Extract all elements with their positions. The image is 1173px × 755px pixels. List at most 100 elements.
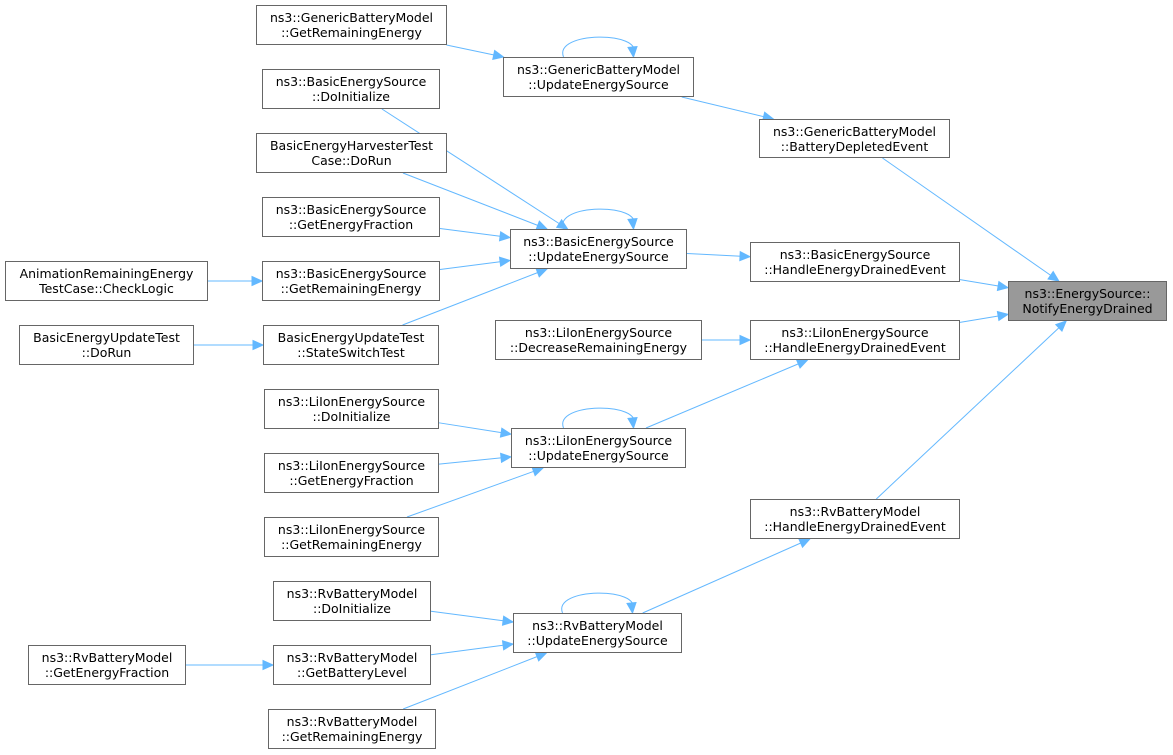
edge-rv_doi-to-rv_ues <box>430 610 505 622</box>
node-label-line2: ::HandleEnergyDrainedEvent <box>764 340 946 355</box>
edge-bes_ues-to-bes_hed <box>686 252 742 257</box>
edge-li_ues-to-li_hed <box>645 363 800 429</box>
node-label-line2: Case::DoRun <box>311 153 392 168</box>
node-label-line2: ::GetEnergyFraction <box>44 665 170 680</box>
node-label-line2: ::UpdateEnergySource <box>528 77 669 92</box>
node-label-line2: ::StateSwitchTest <box>297 345 405 360</box>
node-label-line1: ns3::BasicEnergySource <box>779 247 931 262</box>
edge-gbm_bde-to-root <box>882 157 1052 277</box>
edge-arrowhead <box>500 452 513 464</box>
node-label-line2: ::UpdateEnergySource <box>527 633 668 648</box>
edge-arrowhead <box>739 334 752 346</box>
node-aret_cl[interactable]: AnimationRemainingEnergy TestCase::Check… <box>5 261 208 301</box>
edge-arrowhead <box>1047 270 1060 282</box>
node-li_gef[interactable]: ns3::LiIonEnergySource ::GetEnergyFracti… <box>264 453 439 493</box>
node-beut_run[interactable]: BasicEnergyUpdateTest ::DoRun <box>19 325 194 365</box>
edge-gbm_ues-to-gbm_bde <box>681 96 765 118</box>
edge-arrowhead <box>498 256 512 268</box>
node-li_doi[interactable]: ns3::LiIonEnergySource ::DoInitialize <box>264 389 439 429</box>
node-rv_doi[interactable]: ns3::RvBatteryModel ::DoInitialize <box>273 581 431 621</box>
edge-arrowhead <box>795 359 809 369</box>
edge-arrowhead <box>626 601 637 615</box>
node-rv_gef[interactable]: ns3::RvBatteryModel ::GetEnergyFraction <box>28 645 186 685</box>
node-label-line2: ::DoInitialize <box>312 409 391 424</box>
node-label-line1: ns3::RvBatteryModel <box>789 504 921 519</box>
node-label-line2: ::GetRemainingEnergy <box>281 729 423 744</box>
edge-arrowhead <box>996 310 1010 322</box>
edge-arrowhead <box>739 250 752 262</box>
edge-rv_gbl-to-rv_ues <box>430 644 505 656</box>
node-label-line1: ns3::LiIonEnergySource <box>524 433 673 448</box>
edge-bes_hed-to-root <box>959 279 1000 287</box>
node-label-line1: ns3::GenericBatteryModel <box>772 123 937 139</box>
node-li_gre[interactable]: ns3::LiIonEnergySource ::GetRemainingEne… <box>264 517 439 557</box>
node-li_hed[interactable]: ns3::LiIonEnergySource ::HandleEnergyDra… <box>750 320 960 360</box>
edge-arrowhead <box>498 230 512 242</box>
node-label-line2: ::GetRemainingEnergy <box>280 281 422 296</box>
node-label-line2: ::UpdateEnergySource <box>528 448 669 463</box>
edge-arrowhead <box>492 49 505 60</box>
edge-bes_gef-to-bes_ues <box>439 228 502 237</box>
node-li_dre[interactable]: ns3::LiIonEnergySource ::DecreaseRemaini… <box>495 320 702 360</box>
edge-bes_gre-to-bes_ues <box>439 261 502 270</box>
node-label-line1: ns3::LiIonEnergySource <box>781 325 929 340</box>
node-label-line1: ns3::LiIonEnergySource <box>524 325 673 340</box>
edge-arrowhead <box>1054 320 1068 333</box>
node-label-line1: ns3::RvBatteryModel <box>286 586 418 601</box>
node-bes_doi[interactable]: ns3::BasicEnergySource ::DoInitialize <box>262 69 440 109</box>
edge-arrowhead <box>262 659 275 671</box>
node-label-line2: ::GetRemainingEnergy <box>281 25 422 40</box>
node-label-line2: ::GetBatteryLevel <box>297 665 407 680</box>
edge-li_gre-to-li_ues <box>406 470 535 518</box>
node-label-line1: ns3::LiIonEnergySource <box>277 522 426 537</box>
node-label-line1: ns3::EnergySource:: <box>1024 286 1151 301</box>
node-label-line1: ns3::BasicEnergySource <box>275 202 427 217</box>
node-gbm_ues[interactable]: ns3::GenericBatteryModel ::UpdateEnergyS… <box>503 57 694 97</box>
node-label-line2: ::GetRemainingEnergy <box>281 537 422 552</box>
edge-arrowhead <box>555 218 569 230</box>
node-gbm_bde[interactable]: ns3::GenericBatteryModel ::BatteryDeplet… <box>759 119 950 158</box>
node-rv_ues[interactable]: ns3::RvBatteryModel ::UpdateEnergySource <box>513 613 682 653</box>
edge-arrowhead <box>535 267 549 278</box>
edge-bes_doi-to-bes_ues <box>381 108 561 225</box>
node-label-line1: BasicEnergyUpdateTest <box>33 330 180 345</box>
node-li_ues[interactable]: ns3::LiIonEnergySource ::UpdateEnergySou… <box>511 428 686 468</box>
edge-arrowhead <box>996 280 1010 292</box>
node-rv_gbl[interactable]: ns3::RvBatteryModel ::GetBatteryLevel <box>273 645 431 685</box>
node-label-line1: ns3::RvBatteryModel <box>286 650 418 665</box>
edge-self-loop <box>562 407 635 429</box>
node-bes_hed[interactable]: ns3::BasicEnergySource ::HandleEnergyDra… <box>750 242 960 282</box>
node-label-line2: ::DoInitialize <box>311 89 390 104</box>
node-label-line1: AnimationRemainingEnergy <box>19 266 194 281</box>
edge-li_hed-to-root <box>959 315 1000 323</box>
edge-arrowhead <box>627 217 638 231</box>
edge-rv_hed-to-root <box>875 326 1060 500</box>
node-label-line1: ns3::BasicEnergySource <box>275 266 427 281</box>
edge-beht_run-to-bes_ues <box>402 172 539 227</box>
edge-arrowhead <box>627 45 638 59</box>
node-bes_ues[interactable]: ns3::BasicEnergySource ::UpdateEnergySou… <box>510 229 687 269</box>
node-label-line1: BasicEnergyUpdateTest <box>277 330 425 345</box>
edge-rv_gre-to-rv_ues <box>402 655 539 710</box>
node-label-line2: ::UpdateEnergySource <box>528 249 669 264</box>
node-label-line1: ns3::BasicEnergySource <box>523 234 674 249</box>
edge-rv_ues-to-rv_hed <box>642 542 802 614</box>
node-label-line2: ::GetEnergyFraction <box>288 217 414 232</box>
node-label-line1: ns3::LiIonEnergySource <box>277 458 426 473</box>
node-label-line1: ns3::RvBatteryModel <box>41 650 173 665</box>
node-rv_hed[interactable]: ns3::RvBatteryModel ::HandleEnergyDraine… <box>750 499 960 539</box>
node-root: ns3::EnergySource:: NotifyEnergyDrained <box>1008 281 1167 321</box>
node-label-line1: ns3::GenericBatteryModel <box>269 10 434 25</box>
node-bes_gre[interactable]: ns3::BasicEnergySource ::GetRemainingEne… <box>262 261 440 301</box>
node-label-line1: ns3::RvBatteryModel <box>532 618 663 633</box>
node-label-line1: ns3::RvBatteryModel <box>286 714 418 729</box>
node-bes_sst[interactable]: BasicEnergyUpdateTest ::StateSwitchTest <box>263 325 439 365</box>
node-beht_run[interactable]: BasicEnergyHarvesterTest Case::DoRun <box>256 133 447 173</box>
node-rv_gre[interactable]: ns3::RvBatteryModel ::GetRemainingEnergy <box>268 709 436 749</box>
node-label-line2: ::HandleEnergyDrainedEvent <box>764 519 946 534</box>
node-bes_gef[interactable]: ns3::BasicEnergySource ::GetEnergyFracti… <box>262 197 440 237</box>
node-gbm_gre[interactable]: ns3::GenericBatteryModel ::GetRemainingE… <box>256 5 447 45</box>
node-label-line1: ns3::BasicEnergySource <box>275 74 427 89</box>
